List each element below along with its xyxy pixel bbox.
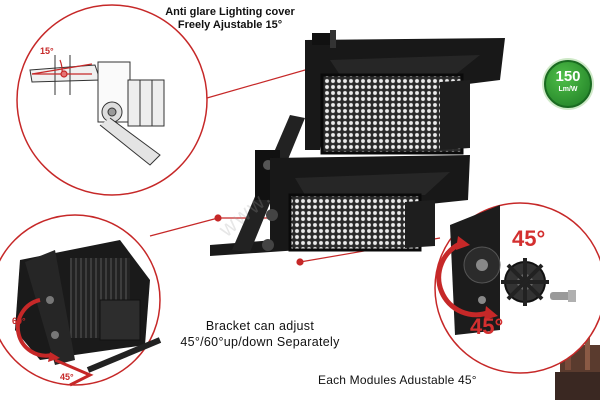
module-top-angle-label: 45°	[512, 226, 546, 251]
bracket-down-angle-label: 45°	[60, 372, 74, 382]
cover-caption-line1: Anti glare Lighting cover	[165, 6, 295, 18]
bracket-caption: Bracket can adjust 45°/60°up/down Separa…	[175, 318, 345, 350]
cover-caption-line2: Freely Ajustable 15°	[177, 19, 283, 31]
cover-detail-circle	[16, 4, 208, 196]
efficiency-badge: 150 Lm/W	[544, 60, 592, 108]
module-bottom-angle-label: 45°	[470, 314, 504, 339]
bracket-caption-line1: Bracket can adjust	[205, 319, 315, 333]
efficiency-unit: Lm/W	[558, 86, 578, 93]
cover-caption: Anti glare Lighting cover Freely Ajustab…	[150, 6, 310, 32]
floodlight-fixture	[210, 30, 505, 256]
modules-caption: Each Modules Adustable 45°	[318, 373, 477, 387]
bracket-up-angle-label: 60°	[12, 316, 26, 326]
bracket-detail-circle	[0, 214, 162, 387]
cover-angle-label: 15°	[40, 46, 54, 56]
efficiency-value: 150	[555, 68, 581, 85]
bracket-caption-line2: 45°/60°up/down Separately	[180, 335, 340, 349]
module-detail-circle	[434, 202, 600, 374]
